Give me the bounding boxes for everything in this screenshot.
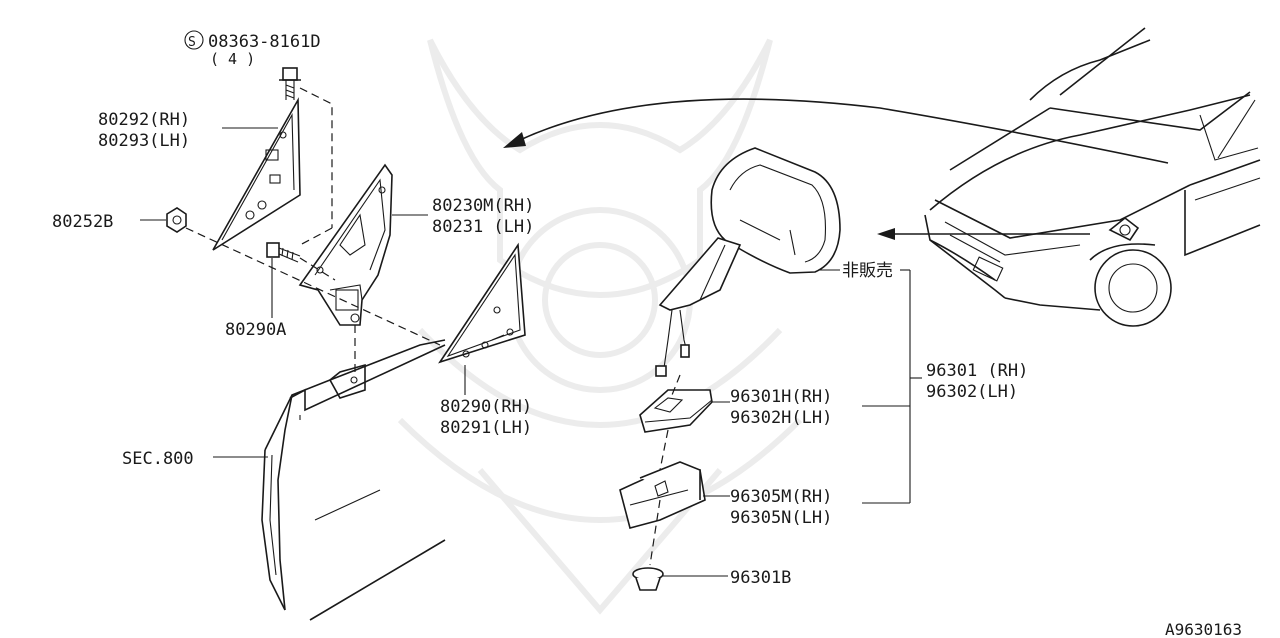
mirror-assembly-part xyxy=(655,147,841,377)
guide-line-clip xyxy=(649,499,661,566)
gasket-part xyxy=(639,389,713,433)
guide-line-bolt xyxy=(299,257,336,281)
screw-part-number: 08363-8161D xyxy=(208,32,321,52)
mirror-lh-label: 96302(LH) xyxy=(926,382,1018,402)
nut-part xyxy=(166,207,187,233)
screw-circle-letter: S xyxy=(188,35,196,50)
mirror-rh-label: 96301 (RH) xyxy=(926,361,1028,381)
gasket-lh-label: 96302H(LH) xyxy=(730,408,832,428)
mirror-base-part xyxy=(298,163,393,326)
guide-line-nut xyxy=(185,227,441,346)
bolt-part xyxy=(266,242,301,263)
guide-line-screw xyxy=(299,87,333,228)
mirror-cover-part xyxy=(438,242,526,364)
car-outline xyxy=(924,27,1261,327)
guide-line-screw-lower xyxy=(299,227,333,246)
base-lh-label: 80231 (LH) xyxy=(432,217,534,237)
screw-part xyxy=(279,67,301,100)
clip-label: 96301B xyxy=(730,568,791,588)
curved-arrow xyxy=(503,98,1169,164)
base-rh-label: 80230M(RH) xyxy=(432,196,534,216)
bracket-lh-label: 96305N(LH) xyxy=(730,508,832,528)
finisher-lh-label: 80293(LH) xyxy=(98,131,190,151)
corner-finisher-part xyxy=(212,97,301,251)
guide-line-gasket xyxy=(671,374,681,396)
finisher-rh-label: 80292(RH) xyxy=(98,110,190,130)
door-section-label: SEC.800 xyxy=(122,449,194,469)
cover-lh-label: 80291(LH) xyxy=(440,418,532,438)
diagram-code: A9630163 xyxy=(1165,620,1242,638)
bracket-rh-label: 96305M(RH) xyxy=(730,487,832,507)
not-sold-label: 非販売 xyxy=(842,261,893,281)
nut-label: 80252B xyxy=(52,212,113,232)
screw-label-group: S 08363-8161D ( 4 ) xyxy=(184,30,321,68)
bolt-label: 80290A xyxy=(225,320,286,340)
right-leaders xyxy=(663,269,922,577)
bracket-part xyxy=(619,461,706,529)
screw-quantity: ( 4 ) xyxy=(210,50,255,68)
clip-part xyxy=(632,567,664,591)
gasket-rh-label: 96301H(RH) xyxy=(730,387,832,407)
straight-arrow xyxy=(877,228,1090,240)
cover-rh-label: 80290(RH) xyxy=(440,397,532,417)
door-panel-part xyxy=(261,339,446,621)
guide-line-bracket xyxy=(659,429,669,471)
left-leaders xyxy=(140,127,466,458)
